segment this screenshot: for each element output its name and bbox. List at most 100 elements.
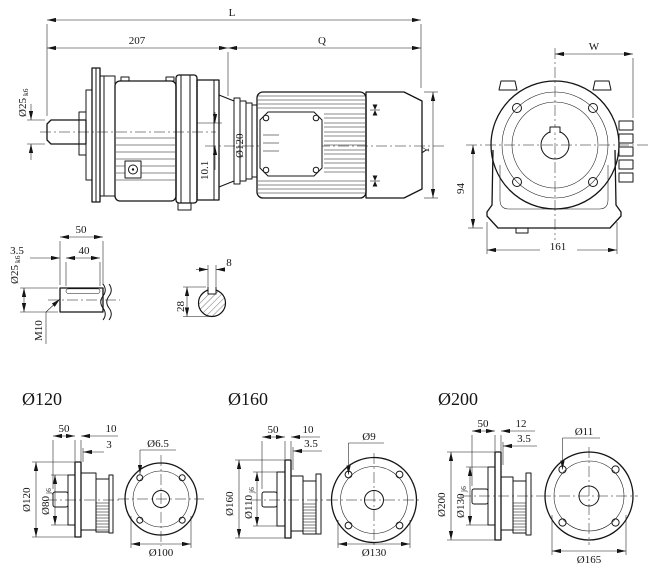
dim-label-offset: 10.1 bbox=[199, 161, 211, 180]
dim-label: 3.5 bbox=[304, 438, 318, 450]
bolt-hole bbox=[395, 521, 404, 530]
plate-screw bbox=[262, 114, 270, 122]
bolt-hole bbox=[611, 465, 620, 474]
bolt-hole bbox=[178, 516, 186, 524]
housing-foot bbox=[515, 227, 529, 234]
dim-label: 12 bbox=[516, 418, 527, 430]
flange200-dimensions bbox=[447, 428, 537, 541]
thread-label-M10: M10 bbox=[33, 320, 45, 341]
dim-label-spigot-dia: Ø110 j6 bbox=[243, 487, 256, 519]
main-side-view: L 207 Q Ø25 k6 Ø120 10.1 Y bbox=[17, 7, 446, 211]
dim-label: 10 bbox=[106, 423, 118, 435]
svg-text:Ø25: Ø25 bbox=[17, 98, 29, 117]
bolt-hole bbox=[588, 103, 598, 113]
dim-label-Y: Y bbox=[420, 146, 432, 154]
dim-label-94: 94 bbox=[455, 183, 467, 195]
bore bbox=[364, 490, 384, 510]
flange-title: Ø200 bbox=[438, 389, 478, 409]
dim-label-outer-dia: Ø200 bbox=[436, 492, 448, 517]
stub-shaft bbox=[261, 491, 278, 508]
keyway-notch bbox=[207, 286, 217, 295]
flange160-front-dimensions bbox=[337, 442, 411, 548]
dim-label-hole-dia: Ø6.5 bbox=[147, 438, 169, 450]
bolt-hole bbox=[611, 518, 620, 527]
dim-label-8: 8 bbox=[226, 257, 232, 269]
svg-text:j6: j6 bbox=[247, 487, 256, 494]
flange-plate bbox=[284, 459, 292, 539]
dim-label-28: 28 bbox=[175, 301, 187, 313]
shaft-dimensions bbox=[20, 234, 104, 344]
svg-text:M10: M10 bbox=[33, 320, 45, 341]
flange-title: Ø160 bbox=[228, 389, 268, 409]
bolt-hole bbox=[512, 177, 522, 187]
stub-shaft bbox=[471, 488, 489, 505]
svg-text:Y: Y bbox=[420, 146, 432, 154]
dim-label: 3.5 bbox=[517, 433, 531, 445]
bolt-hole bbox=[512, 103, 522, 113]
plate-screw bbox=[262, 166, 270, 174]
svg-text:Ø200: Ø200 bbox=[436, 492, 448, 517]
keyway-slot bbox=[65, 288, 101, 294]
dim-label-hole-dia: Ø11 bbox=[575, 426, 594, 438]
bore bbox=[578, 485, 600, 507]
flange-plate bbox=[74, 461, 82, 538]
svg-text:Ø160: Ø160 bbox=[224, 491, 236, 516]
flange-option-160: Ø160 50 10 bbox=[224, 389, 421, 559]
svg-text:Ø110: Ø110 bbox=[243, 494, 255, 519]
bolt-hole bbox=[344, 521, 353, 530]
svg-text:Ø130: Ø130 bbox=[455, 493, 467, 518]
svg-text:j6: j6 bbox=[44, 488, 53, 495]
flange-face bbox=[490, 80, 620, 210]
svg-text:10.1: 10.1 bbox=[199, 161, 211, 180]
svg-text:j6: j6 bbox=[459, 486, 468, 493]
dim-label-40: 40 bbox=[79, 245, 91, 257]
housing-body bbox=[486, 149, 622, 229]
dim-label: 3 bbox=[106, 439, 112, 451]
dim-label-bolt-circle: Ø165 bbox=[577, 554, 602, 566]
svg-text:28: 28 bbox=[175, 301, 187, 313]
end-view: W 94 161 bbox=[455, 41, 648, 254]
main-dimensions bbox=[27, 17, 438, 199]
plate-screw bbox=[312, 166, 320, 174]
flange-title: Ø120 bbox=[22, 389, 62, 409]
svg-text:Ø120: Ø120 bbox=[234, 133, 246, 158]
dim-label-Q: Q bbox=[318, 35, 326, 47]
flange-face-front bbox=[544, 451, 634, 541]
bolt-hole bbox=[136, 516, 144, 524]
svg-text:k6: k6 bbox=[13, 255, 22, 263]
dim-label-shaft-dia: Ø25 k6 bbox=[17, 88, 30, 117]
bolt-hole bbox=[395, 470, 404, 479]
key-dimensions bbox=[183, 265, 226, 317]
flange-option-120: Ø120 50 10 bbox=[21, 389, 204, 559]
dim-label-3_5: 3.5 bbox=[10, 245, 24, 257]
bore bbox=[152, 490, 170, 508]
cooling-fins bbox=[618, 120, 634, 183]
dim-label: 50 bbox=[59, 423, 71, 435]
coupling-teeth bbox=[96, 502, 109, 531]
motor-adapter-cone bbox=[218, 94, 235, 188]
dim-label: 50 bbox=[268, 424, 280, 436]
flange120-front-dimensions bbox=[130, 449, 192, 548]
dim-label-50: 50 bbox=[76, 224, 88, 236]
coupling-teeth bbox=[303, 503, 316, 532]
dim-label-bolt-circle: Ø130 bbox=[362, 547, 387, 559]
end-view-dimensions bbox=[468, 51, 634, 254]
dim-label-W: W bbox=[589, 41, 600, 53]
svg-text:Ø80: Ø80 bbox=[40, 496, 52, 515]
plate-screw bbox=[312, 114, 320, 122]
flange-option-200: Ø200 50 12 bbox=[436, 389, 638, 566]
flange200-front-dimensions bbox=[551, 437, 627, 555]
bolt-hole bbox=[136, 474, 144, 482]
spigot bbox=[276, 471, 286, 527]
dim-label: 50 bbox=[478, 418, 490, 430]
bolt-hole bbox=[178, 474, 186, 482]
bore-keyway bbox=[549, 126, 561, 133]
dim-label-outer-dia: Ø160 bbox=[224, 491, 236, 516]
break-line bbox=[100, 283, 106, 321]
bolt-hole bbox=[558, 518, 567, 527]
dim-label: 10 bbox=[303, 424, 315, 436]
flange120-dimensions bbox=[32, 433, 118, 538]
dim-label-207: 207 bbox=[129, 35, 146, 47]
